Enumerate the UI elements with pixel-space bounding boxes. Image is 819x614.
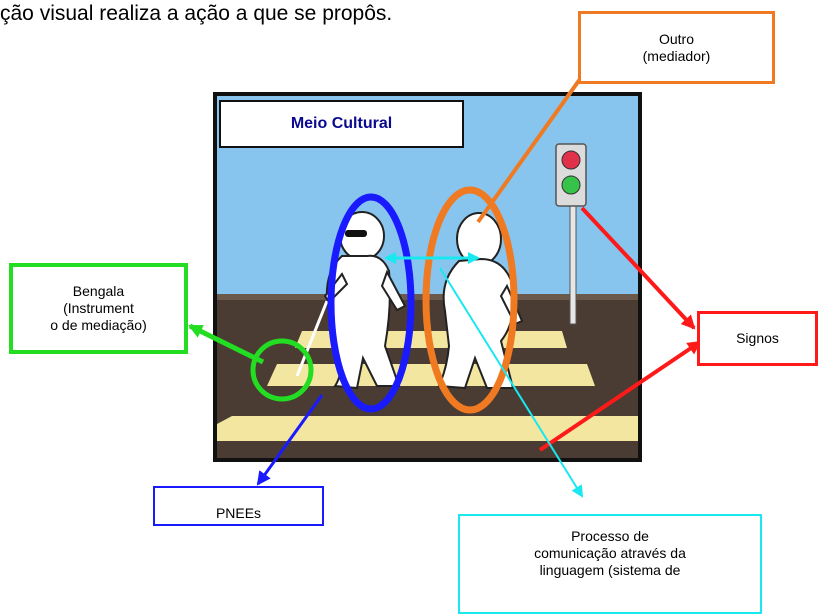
- signos-connector-arrow-lower: [538, 340, 702, 452]
- scene-title-box: Meio Cultural: [219, 100, 464, 148]
- cane-highlight-circle: [250, 338, 314, 402]
- pnees-label: PNEEs: [215, 505, 262, 521]
- sunglasses: [345, 230, 367, 237]
- processo-label-box: Processo de comunicação através da lingu…: [458, 514, 762, 614]
- processo-label-line-1: Processo de: [571, 528, 649, 544]
- outro-connector-arrow: [476, 63, 592, 224]
- top-sentence-fragment: ção visual realiza a ação a que se propô…: [0, 2, 393, 25]
- signos-label-box: Signos: [697, 311, 818, 366]
- processo-connector-arrow: [439, 267, 584, 498]
- bengala-label-line-1: Bengala: [72, 283, 125, 299]
- processo-label-line-3: linguagem (sistema de: [539, 562, 681, 578]
- bengala-label-line-2: (Instrument: [63, 300, 134, 316]
- outro-mediator-label-box: Outro (mediador): [578, 11, 775, 84]
- pnees-connector-arrow: [256, 394, 324, 486]
- outro-label-line-1: Outro: [658, 30, 694, 47]
- mediator-highlight-ellipse: [422, 186, 518, 414]
- green-light: [561, 175, 581, 195]
- cane: [295, 300, 329, 377]
- bengala-label-box: Bengala (Instrument o de mediação): [9, 263, 188, 354]
- bengala-connector-arrow: [188, 323, 265, 365]
- pnees-highlight-ellipse: [327, 193, 415, 413]
- signos-connector-arrow-upper: [580, 206, 696, 330]
- signos-label: Signos: [736, 330, 779, 346]
- outro-label-line-2: (mediador): [642, 47, 711, 64]
- processo-label-line-2: comunicação através da: [534, 545, 686, 561]
- bengala-label-line-3: o de mediação): [50, 317, 147, 333]
- crosswalk-stripe: [217, 416, 638, 441]
- red-light: [561, 150, 581, 170]
- pnees-label-box: PNEEs: [153, 486, 324, 526]
